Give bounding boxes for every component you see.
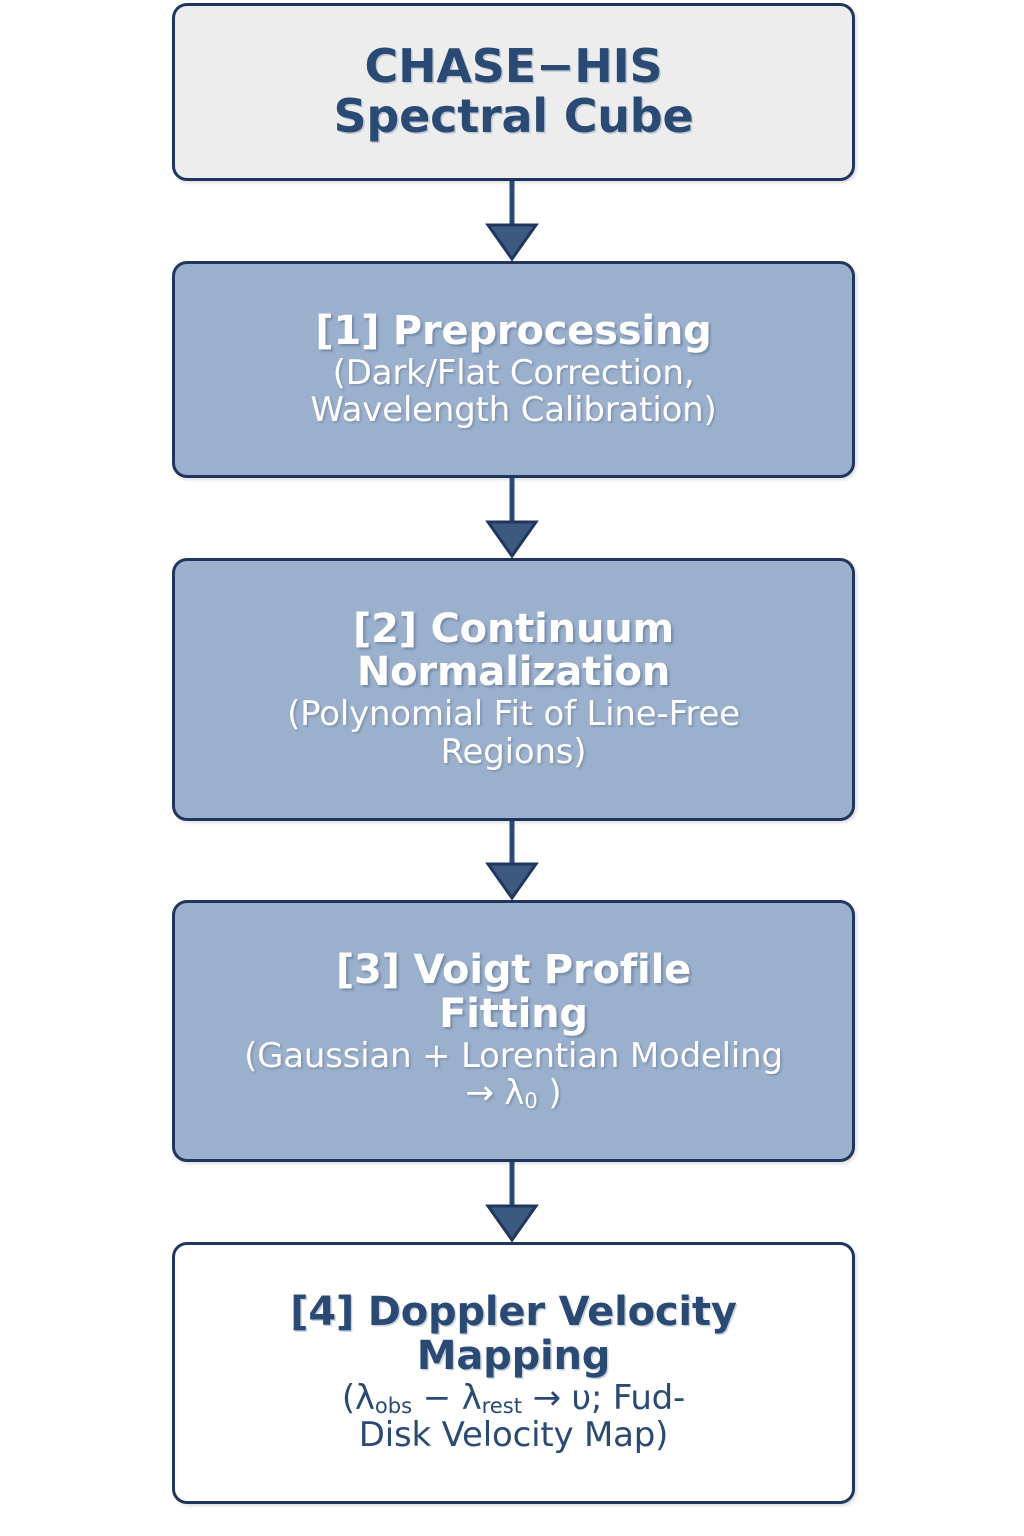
node-step2-title: [2] Continuum Normalization xyxy=(353,605,674,696)
node-step2-title-line-2: Normalization xyxy=(356,649,671,696)
node-step4-title-line-2: Mapping xyxy=(416,1332,611,1379)
node-step2-subtitle-line-1: (Polynomial Fit of Line-Free xyxy=(287,694,740,735)
node-step4-title: [4] Doppler Velocity Mapping xyxy=(290,1289,737,1379)
node-step4-rest-subscript: rest xyxy=(481,1392,522,1418)
node-source-title-line-2: Spectral Cube xyxy=(333,89,694,143)
node-step4-title-line-1: [4] Doppler Velocity xyxy=(290,1289,737,1336)
node-step4-velocity-expression-tail: → υ; Fud- xyxy=(521,1377,686,1418)
edge-step3-to-step4 xyxy=(485,1162,539,1242)
edge-step1-to-step2 xyxy=(485,478,539,558)
edge-step2-to-step3 xyxy=(485,821,539,900)
node-step4-doppler-velocity-mapping[interactable]: [4] Doppler Velocity Mapping (λobs − λre… xyxy=(172,1242,855,1504)
node-step2-continuum-normalization[interactable]: [2] Continuum Normalization (Polynomial … xyxy=(172,558,855,821)
node-step3-voigt-profile-fitting[interactable]: [3] Voigt Profile Fitting (Gaussian + Lo… xyxy=(172,900,855,1162)
node-step1-subtitle-line-2: Wavelength Calibration) xyxy=(310,390,717,431)
node-step3-title: [3] Voigt Profile Fitting xyxy=(336,949,691,1035)
node-step1-subtitle-line-1: (Dark/Flat Correction, xyxy=(332,352,695,393)
node-source-title-line-1: CHASE−HIS xyxy=(364,39,663,94)
node-step4-lambda-obs-pre: (λ xyxy=(341,1377,375,1418)
node-step2-title-line-1: [2] Continuum xyxy=(353,605,674,652)
node-step3-subtitle-close-paren: ) xyxy=(537,1073,562,1114)
node-step3-subtitle: (Gaussian + Lorentian Modeling → λ0 ) xyxy=(244,1035,783,1114)
node-step1-title: [1] Preprocessing xyxy=(315,307,712,354)
node-step3-title-line-2: Fitting xyxy=(439,990,588,1037)
node-step3-subtitle-arrow-lambda: → λ xyxy=(465,1073,525,1114)
edge-source-to-step1 xyxy=(485,181,539,261)
node-step3-subtitle-line-1: (Gaussian + Lorentian Modeling xyxy=(244,1035,783,1076)
node-source-spectral-cube[interactable]: CHASE−HIS Spectral Cube xyxy=(172,3,855,181)
node-step4-lambda-rest-pre: − λ xyxy=(412,1377,482,1418)
node-source-title: CHASE−HIS Spectral Cube xyxy=(333,39,694,143)
node-step4-obs-subscript: obs xyxy=(374,1392,413,1418)
node-step3-lambda-subscript: 0 xyxy=(524,1087,538,1113)
node-step3-title-line-1: [3] Voigt Profile xyxy=(335,947,692,994)
node-step1-preprocessing[interactable]: [1] Preprocessing (Dark/Flat Correction,… xyxy=(172,261,855,478)
node-step4-subtitle-line-2: Disk Velocity Map) xyxy=(358,1415,669,1456)
node-step2-subtitle: (Polynomial Fit of Line-Free Regions) xyxy=(287,696,740,771)
node-step4-subtitle: (λobs − λrest → υ; Fud- Disk Velocity Ma… xyxy=(341,1377,686,1456)
node-step2-subtitle-line-2: Regions) xyxy=(440,731,587,772)
node-step1-subtitle: (Dark/Flat Correction, Wavelength Calibr… xyxy=(310,352,717,431)
